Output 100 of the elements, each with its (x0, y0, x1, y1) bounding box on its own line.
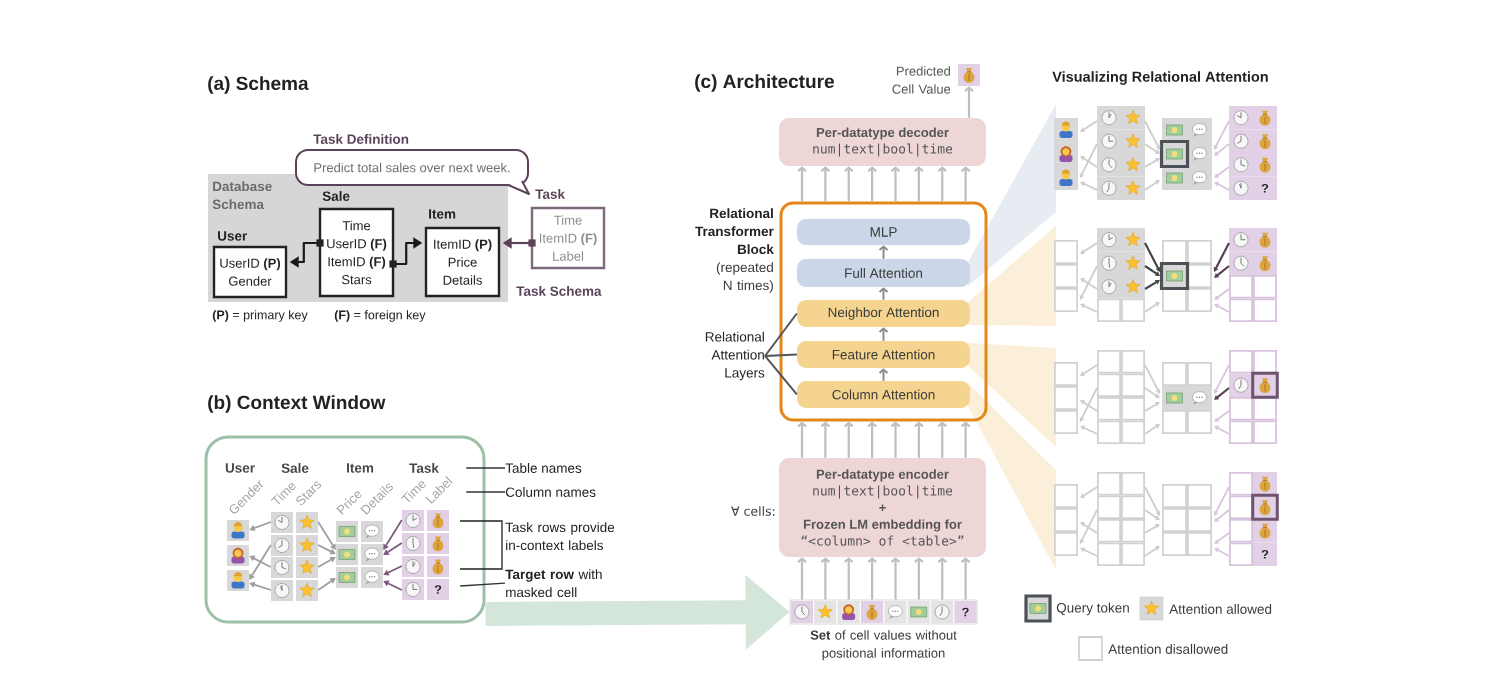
arrow (890, 166, 901, 202)
bubble-title: Task Definition (313, 134, 409, 144)
layer-box: Column Attention (797, 381, 970, 408)
section-title: (a) Schema (208, 76, 309, 94)
arrow (317, 521, 336, 550)
node-label: Frozen LM embedding for (803, 519, 962, 532)
arrow (878, 368, 889, 382)
arrow (867, 557, 877, 600)
node-label: ∀ cells: (731, 506, 775, 516)
arrow (249, 544, 272, 580)
legend-label: Attention disallowed (1108, 644, 1228, 654)
section-title: (b) Context Window (208, 395, 386, 413)
panel-label: Database Schema (212, 181, 272, 210)
table-box: Time UserID (F) ItemID (F) Stars (318, 207, 395, 298)
table-name: Item (347, 463, 374, 473)
arrow (890, 421, 901, 458)
table-name: Task (409, 463, 439, 473)
arrow (317, 544, 336, 555)
arrow (878, 287, 889, 301)
layer-box: Neighbor Attention (797, 300, 970, 327)
block-label: Relational Transformer Block (695, 208, 774, 255)
layer-box: MLP (797, 219, 970, 245)
section-title: (c) Architecture (695, 74, 834, 92)
node-label: num|text|bool|time (813, 485, 953, 499)
table-name: Item (429, 209, 456, 219)
node-label: UserID (F) (327, 238, 387, 251)
masked-value: ? (962, 607, 969, 617)
arrow (878, 245, 889, 260)
arrow (383, 580, 403, 591)
leader-line (465, 467, 506, 469)
arrow (844, 557, 854, 600)
arrow (797, 421, 807, 458)
arrow (867, 166, 877, 202)
arrow (844, 166, 854, 202)
node-label: Stars (341, 275, 372, 285)
layer-box: Feature Attention (797, 341, 970, 368)
arrow (820, 421, 831, 458)
node-label: “<column> of <table>” (801, 535, 964, 546)
node-label: Per-datatype encoder (816, 469, 949, 482)
node-label: Time (342, 220, 371, 231)
node-label: Task Schema (516, 286, 602, 296)
arrow (960, 421, 971, 458)
block-label: (repeated N times) (716, 262, 773, 293)
table-box: Time ItemID (F) Label (530, 206, 606, 270)
arrow (890, 557, 901, 600)
section-title: Visualizing Relational Attention (1052, 71, 1268, 85)
arrow (797, 166, 807, 202)
leader-line (764, 355, 798, 396)
table-box: ItemID (P) Price Details (424, 226, 501, 298)
arrow (317, 556, 336, 568)
layer-box: Full Attention (797, 259, 970, 287)
arrow (383, 542, 403, 555)
arrow (867, 421, 877, 458)
arrow (964, 86, 974, 118)
decoder-box: Per-datatype decoder num|text|bool|time (779, 118, 986, 166)
annotation-text: Column names (505, 487, 596, 497)
encoder-box: Per-datatype encoder num|text|bool|time + Frozen LM embedding for “<column> of <table>” (779, 458, 986, 557)
arrow (937, 557, 947, 600)
arrow (844, 421, 854, 458)
arrow (317, 578, 336, 591)
arrow (249, 555, 272, 568)
leader-line (764, 312, 798, 357)
node-label: Predicted Cell Value (892, 66, 951, 94)
column-name: Time (270, 483, 296, 505)
column-name: Time (400, 481, 426, 503)
leader-line (465, 491, 506, 493)
arrow (820, 557, 831, 600)
arrow (249, 581, 272, 591)
arrow (383, 519, 403, 550)
legend-label: Attention allowed (1169, 604, 1272, 614)
arrow (937, 421, 947, 458)
node-label: + (879, 504, 886, 512)
node-label: ItemID (F) (328, 256, 386, 269)
masked-value: ? (434, 585, 442, 594)
arrow (914, 166, 924, 202)
arrow (914, 421, 924, 458)
arrow (960, 166, 971, 202)
table-name: User (225, 463, 255, 473)
arrow (797, 557, 807, 600)
arrow (937, 166, 947, 202)
arrow (820, 166, 831, 202)
table-name: Task (535, 189, 565, 199)
node-label: Set of cell values without positional information (810, 630, 957, 661)
annotation-text: Task rows provide in-context labels (505, 522, 615, 551)
annotation-text: Table names (505, 463, 582, 473)
leader-line (764, 353, 798, 357)
annotation-text: Target row with masked cell (505, 569, 602, 598)
legend-text: (F) = foreign key (334, 310, 426, 322)
masked-value: ? (1261, 549, 1269, 559)
table-box: UserID (P) Gender (212, 245, 288, 299)
arrow (249, 521, 272, 532)
table-name: User (218, 231, 247, 241)
arrow (383, 565, 403, 576)
arrow (878, 327, 889, 342)
table-name: Sale (281, 463, 309, 473)
arrow (960, 557, 971, 600)
legend-text: (P) = primary key (212, 310, 308, 322)
arrow (914, 557, 924, 600)
masked-value: ? (1261, 183, 1269, 193)
annotation-text: Relational Attention Layers (705, 331, 765, 381)
